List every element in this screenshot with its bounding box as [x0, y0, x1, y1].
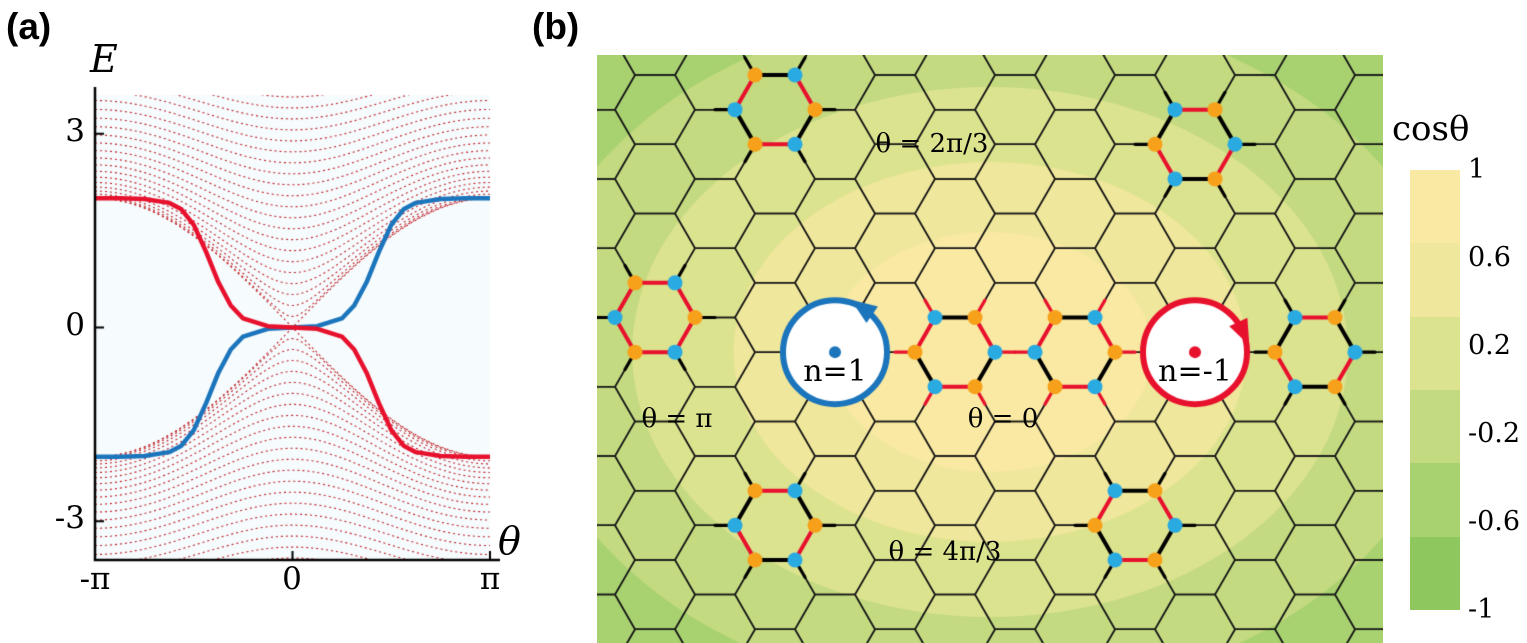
x-tick-minus-pi: -π — [79, 561, 111, 597]
y-tick-minus3: -3 — [54, 500, 85, 536]
colorbar-tick: -0.2 — [1468, 418, 1521, 449]
y-tick-3: 3 — [65, 113, 85, 149]
vortex-label-n-minus-1: n=-1 — [1158, 354, 1232, 389]
annotation-theta-4pi3: θ = 4π/3 — [888, 537, 1002, 567]
colorbar-band — [1410, 170, 1460, 244]
panel-a-label: (a) — [6, 6, 52, 47]
colorbar-title: cosθ — [1392, 109, 1470, 149]
colorbar — [1410, 170, 1460, 610]
y-axis-label: E — [90, 37, 118, 81]
panel-b-label: (b) — [532, 6, 580, 47]
colorbar-band — [1410, 389, 1460, 464]
vortex-label-n1: n=1 — [803, 354, 867, 389]
energy-spectrum-plot — [0, 0, 575, 643]
colorbar-tick: 0.6 — [1468, 242, 1511, 273]
x-tick-0: 0 — [282, 561, 302, 597]
colorbar-tick: -1 — [1468, 594, 1495, 625]
colorbar-band — [1410, 463, 1460, 537]
x-axis-label: θ — [498, 519, 521, 563]
y-tick-0: 0 — [65, 307, 85, 343]
vortex-lattice-plot — [597, 55, 1383, 643]
colorbar-band — [1410, 316, 1460, 390]
colorbar-band — [1410, 536, 1460, 610]
annotation-theta-pi: θ = π — [641, 404, 713, 434]
colorbar-tick: 0.2 — [1468, 330, 1511, 361]
x-tick-pi: π — [479, 561, 501, 597]
colorbar-band — [1410, 243, 1460, 317]
colorbar-tick: 1 — [1468, 154, 1486, 185]
annotation-theta-2pi3: θ = 2π/3 — [875, 129, 989, 159]
annotation-theta-0: θ = 0 — [967, 404, 1039, 434]
colorbar-tick: -0.6 — [1468, 506, 1521, 537]
